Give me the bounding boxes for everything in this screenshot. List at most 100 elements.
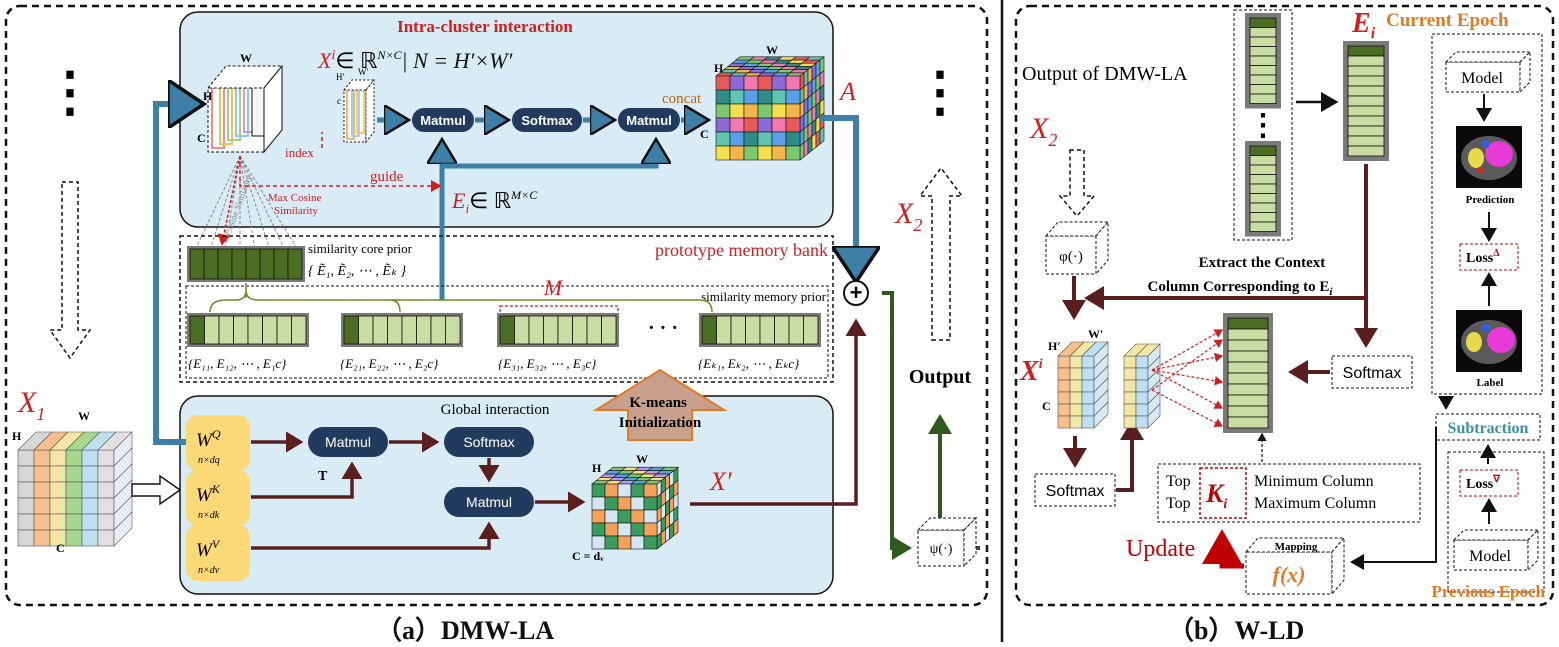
previous-epoch-label: Previous Epoch	[1431, 582, 1545, 601]
fx-label: f(x)	[1273, 562, 1306, 587]
vector-cell	[803, 315, 819, 345]
cube-front-cell	[729, 89, 745, 105]
vector-cell	[259, 248, 275, 280]
cube-front-cell	[604, 496, 619, 511]
cube-front-cell	[617, 535, 632, 550]
loss-nabla-box: Loss∇	[1459, 469, 1519, 497]
cube-front-cell	[715, 131, 731, 147]
column-mapping-lines	[1151, 329, 1224, 427]
cube-front-cell	[785, 117, 801, 133]
vector-cell	[1347, 85, 1385, 97]
cube-front-cell	[591, 496, 606, 511]
cube-front-cell	[630, 483, 645, 498]
ei-equation: Ei∈ ℝM×C	[451, 188, 538, 216]
vector-cell	[343, 315, 359, 345]
cube-front-cell	[729, 131, 745, 147]
softmax-node-global: Softmax	[444, 427, 534, 457]
similarity-memory-frame	[185, 285, 829, 379]
phi-box	[1044, 220, 1110, 276]
matmul-node-2: Matmul	[618, 108, 680, 132]
stack-frame	[1233, 9, 1293, 241]
cube-front-cell	[49, 513, 67, 531]
matmul-node-g2: Matmul	[444, 487, 534, 517]
vector-cell	[745, 315, 761, 345]
index-label: index	[285, 145, 314, 160]
cube-front-cell	[729, 145, 745, 161]
cube-front-cell	[643, 509, 658, 524]
caption-a: （a）DMW-LA	[376, 616, 555, 645]
cube-front-cell	[65, 449, 83, 467]
xprime-dim-h: H	[592, 461, 602, 475]
memory-set-3: {E₃₁, E₃₂, ⋯ , E₃c}	[498, 356, 597, 371]
vector-cell	[586, 315, 602, 345]
cube-front-cell	[604, 522, 619, 537]
cube-front-cell	[617, 509, 632, 524]
cube-front-cell	[617, 483, 632, 498]
top-label-1: Top	[1166, 473, 1191, 490]
x1-cube	[17, 431, 133, 547]
min-column-label: Minimum Column	[1254, 473, 1374, 490]
vector-cell	[1227, 328, 1269, 341]
x2-dashed-arrow	[1058, 149, 1096, 218]
vector-cell	[1347, 125, 1385, 137]
output-of-dmw-label: Output of DMW-LA	[1022, 63, 1188, 85]
vector-cell	[1249, 17, 1277, 28]
cube-front-cell	[1123, 367, 1137, 381]
cube-front-cell	[591, 522, 606, 537]
vector-cell	[231, 248, 247, 280]
cube-front-cell	[65, 513, 83, 531]
max-column-label: Maximum Column	[1254, 495, 1376, 512]
vector-cell	[1227, 383, 1269, 396]
c-dv-label: C = dᵥ	[572, 549, 604, 563]
vector-cell	[204, 315, 220, 345]
vector-cell	[543, 315, 559, 345]
cube-front-cell	[1057, 379, 1071, 393]
model-box-current: Model	[1444, 50, 1532, 94]
concat-dim-c: C	[700, 127, 709, 141]
vector-cell	[262, 315, 278, 345]
cube-side-cell	[113, 511, 133, 547]
svg-text:Matmul: Matmul	[466, 494, 512, 510]
panel-b-brown-arrows	[1062, 164, 1378, 492]
similarity-core-label: similarity core prior	[308, 241, 413, 256]
vector-cell	[1249, 93, 1277, 104]
vector-cell	[601, 315, 617, 345]
right-dashed-arrow	[918, 166, 964, 341]
svg-text:n×dk: n×dk	[198, 510, 220, 521]
vector-cell	[759, 315, 775, 345]
vector-cell	[1227, 416, 1269, 429]
wq-block: WQ n×dq	[186, 415, 250, 471]
dim-h-label: H	[203, 89, 213, 103]
subtraction-box	[1435, 413, 1541, 441]
current-epoch-frame	[1431, 33, 1543, 395]
label-image	[1456, 310, 1522, 372]
cube-side-cell	[673, 518, 679, 537]
cube-front-cell	[771, 103, 787, 119]
left-vdots: ⋮	[43, 62, 97, 122]
svg-text:LossΔ: LossΔ	[1466, 248, 1500, 266]
xprime-dim-w: W	[636, 452, 648, 466]
cube-front-cell	[1081, 403, 1095, 417]
vector-cell	[1249, 164, 1277, 175]
cube-front-cell	[617, 496, 632, 511]
xprime-label: X′	[709, 467, 732, 496]
cube-front-cell	[729, 75, 745, 91]
psi-label: ψ(·)	[930, 542, 953, 557]
svg-text:Matmul: Matmul	[420, 113, 466, 128]
vector-cell	[1249, 36, 1277, 47]
vector-cell	[514, 315, 530, 345]
sum-node-plus: +	[850, 280, 863, 305]
dim-c2-label: c	[337, 96, 341, 106]
cube-front-cell	[630, 535, 645, 550]
vector-cell	[1249, 202, 1277, 213]
cube-front-cell	[97, 529, 115, 547]
intra-cluster-title: Intra-cluster interaction	[397, 17, 573, 36]
cube-front-cell	[1069, 403, 1083, 417]
vector-cell	[445, 315, 461, 345]
right-vdots: ⋮	[913, 62, 967, 122]
vector-cell	[557, 315, 573, 345]
cube-front-cell	[97, 449, 115, 467]
cube-front-cell	[1069, 391, 1083, 405]
output-label: Output	[909, 366, 972, 388]
cube-front-cell	[1123, 355, 1137, 369]
